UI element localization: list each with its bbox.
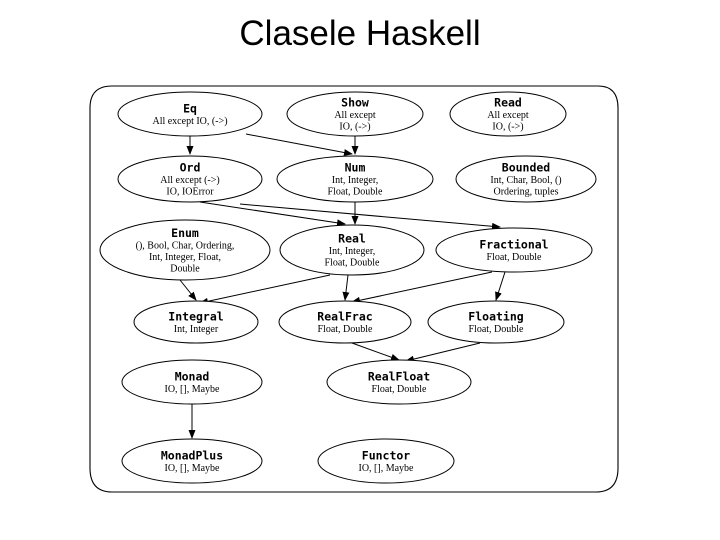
node-title-floating: Floating <box>468 309 523 323</box>
node-subtitle-read-1: IO, (->) <box>492 122 523 133</box>
edge-fractional-to-floating <box>495 271 506 301</box>
node-shape-read <box>449 91 567 137</box>
node-subtitle-realfloat-0: Float, Double <box>372 384 428 395</box>
node-shape-realfloat <box>326 359 472 405</box>
node-title-integral: Integral <box>168 309 223 323</box>
node-shape-eq <box>117 91 263 137</box>
node-subtitle-integral-0: Int, Integer <box>174 324 219 335</box>
node-subtitle-eq-0: All except IO, (->) <box>152 116 227 127</box>
node-shape-enum <box>99 219 271 281</box>
page-title: Clasele Haskell <box>239 14 481 53</box>
node-title-ord: Ord <box>180 161 201 175</box>
node-subtitle-floating-0: Float, Double <box>469 324 525 335</box>
node-subtitle-read-0: All except <box>487 110 529 121</box>
node-subtitle-num-1: Float, Double <box>328 187 384 198</box>
node-title-num: Num <box>345 161 366 175</box>
node-subtitle-ord-0: All except (->) <box>160 175 220 186</box>
node-subtitle-monad-0: IO, [], Maybe <box>165 384 221 395</box>
node-title-fractional: Fractional <box>479 237 548 251</box>
node-subtitle-num-0: Int, Integer, <box>332 175 379 186</box>
node-shape-floating <box>427 300 565 344</box>
node-title-eq: Eq <box>183 101 197 115</box>
edge-real-to-integral <box>199 274 331 305</box>
node-title-show: Show <box>341 96 369 110</box>
node-title-monadplus: MonadPlus <box>161 448 223 462</box>
node-shape-show <box>286 91 424 137</box>
edge-ord-to-real <box>199 201 346 227</box>
node-shape-integral <box>133 300 259 344</box>
node-title-enum: Enum <box>171 226 199 240</box>
node-subtitle-bounded-0: Int, Char, Bool, () <box>490 175 561 186</box>
node-shape-ord <box>117 155 263 203</box>
node-subtitle-real-1: Float, Double <box>325 258 381 269</box>
edge-enum-to-integral <box>179 279 197 301</box>
edge-ord-to-fractional <box>239 203 501 230</box>
node-title-realfrac: RealFrac <box>317 309 372 323</box>
node-title-bounded: Bounded <box>502 161 551 175</box>
node-shape-monadplus <box>121 438 263 484</box>
diagram-frame <box>89 85 619 493</box>
node-shape-fractional <box>435 227 593 273</box>
node-subtitle-real-0: Int, Integer, <box>329 246 376 257</box>
node-subtitle-show-0: All except <box>334 110 376 121</box>
node-subtitle-enum-2: Double <box>170 263 200 274</box>
edge-fractional-to-realfrac <box>351 271 493 304</box>
node-subtitle-functor-0: IO, [], Maybe <box>359 463 415 474</box>
node-subtitle-ord-1: IO, IOError <box>166 187 214 198</box>
edges-layer <box>179 133 506 439</box>
edge-eq-to-num <box>245 133 353 156</box>
node-subtitle-fractional-0: Float, Double <box>487 252 543 263</box>
node-shape-functor <box>317 438 455 484</box>
node-subtitle-enum-0: (), Bool, Char, Ordering, <box>136 240 235 251</box>
node-title-monad: Monad <box>175 369 210 383</box>
node-title-real: Real <box>338 232 366 246</box>
edge-realfrac-to-realfloat <box>351 342 400 361</box>
node-shape-realfrac <box>278 300 412 344</box>
node-shape-monad <box>121 359 263 405</box>
node-title-read: Read <box>494 96 522 110</box>
node-subtitle-realfrac-0: Float, Double <box>318 324 374 335</box>
node-shape-bounded <box>455 155 597 203</box>
node-shape-real <box>279 224 425 276</box>
node-subtitle-monadplus-0: IO, [], Maybe <box>165 463 221 474</box>
node-enum[interactable]: Enum(), Bool, Char, Ordering,Int, Intege… <box>99 219 271 281</box>
node-title-functor: Functor <box>362 448 411 462</box>
node-subtitle-enum-1: Int, Integer, Float, <box>149 252 221 263</box>
node-title-realfloat: RealFloat <box>368 369 430 383</box>
node-shape-num <box>276 155 434 203</box>
edge-real-to-realfrac <box>342 274 350 301</box>
node-subtitle-show-1: IO, (->) <box>339 122 370 133</box>
node-subtitle-bounded-1: Ordering, tuples <box>494 187 559 198</box>
edge-floating-to-realfloat <box>405 342 481 363</box>
